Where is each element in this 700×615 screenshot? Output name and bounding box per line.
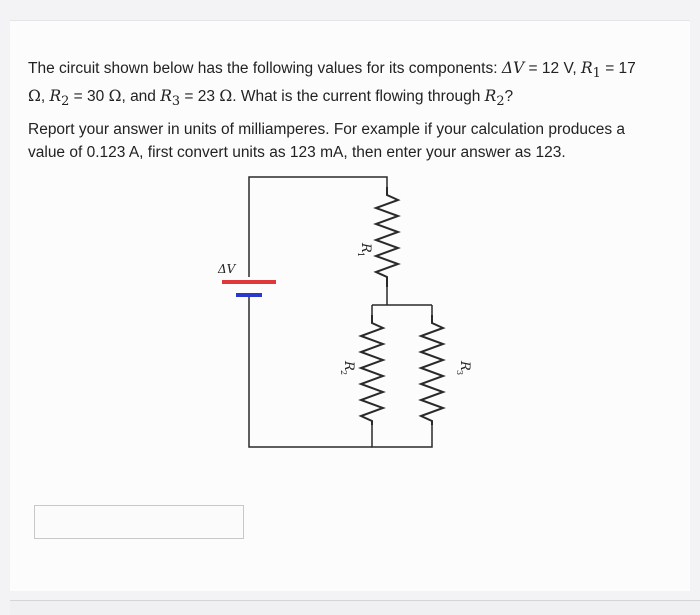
- r1-label-subscript: 1: [356, 252, 365, 257]
- battery: [222, 280, 276, 297]
- delta-v-value: = 12 V,: [524, 60, 581, 77]
- instructions-line-2: value of 0.123 A, first convert units as…: [28, 144, 566, 161]
- r3-label-letter: R: [457, 360, 472, 371]
- r3-value: = 23: [180, 88, 220, 106]
- instructions-line-1: Report your answer in units of milliampe…: [28, 121, 626, 138]
- target-resistor-subscript: 2: [496, 94, 505, 110]
- question-prompt: . What is the current flowing through: [232, 88, 485, 106]
- answer-input[interactable]: [34, 505, 244, 539]
- circuit-wires: [248, 176, 433, 448]
- r1-label: R 1: [356, 242, 373, 257]
- resistor-r2: [358, 315, 386, 425]
- question-text: The circuit shown below has the followin…: [28, 57, 678, 113]
- r3-symbol: R: [160, 87, 172, 106]
- ohm-symbol: Ω: [219, 87, 233, 106]
- bottom-divider: [10, 600, 700, 615]
- separator: ,: [40, 88, 50, 106]
- resistor-r1: [373, 187, 401, 287]
- circuit-diagram: ΔV R 1 R 2 R 3: [217, 176, 472, 448]
- ohm-symbol: Ω: [28, 87, 41, 106]
- r3-label: R 3: [455, 360, 472, 375]
- r1-value: = 17: [600, 60, 636, 77]
- question-intro: The circuit shown below has the followin…: [28, 60, 502, 77]
- answer-instructions: Report your answer in units of milliampe…: [28, 118, 678, 164]
- r2-symbol: R: [49, 87, 62, 106]
- r3-label-subscript: 3: [455, 370, 464, 375]
- r2-label-subscript: 2: [339, 370, 348, 375]
- r1-label-letter: R: [358, 242, 373, 253]
- resistor-r3: [418, 315, 446, 425]
- r1-symbol: R: [581, 59, 593, 77]
- r2-value: = 30: [69, 88, 109, 106]
- r2-label-letter: R: [341, 360, 356, 371]
- wire-bottom-junction: [371, 425, 433, 448]
- separator: , and: [121, 88, 161, 106]
- question-card: [10, 20, 690, 591]
- wire-bottom-left: [248, 297, 372, 448]
- question-mark: ?: [504, 88, 514, 106]
- delta-v-symbol: ΔV: [501, 59, 525, 77]
- delta-v-label: ΔV: [217, 262, 237, 276]
- target-resistor-symbol: R: [484, 87, 497, 106]
- r1-subscript: 1: [592, 66, 601, 82]
- r3-subscript: 3: [171, 94, 181, 110]
- r2-subscript: 2: [61, 94, 70, 110]
- ohm-symbol: Ω: [108, 87, 122, 106]
- wire-top: [248, 176, 388, 277]
- r2-label: R 2: [339, 360, 356, 375]
